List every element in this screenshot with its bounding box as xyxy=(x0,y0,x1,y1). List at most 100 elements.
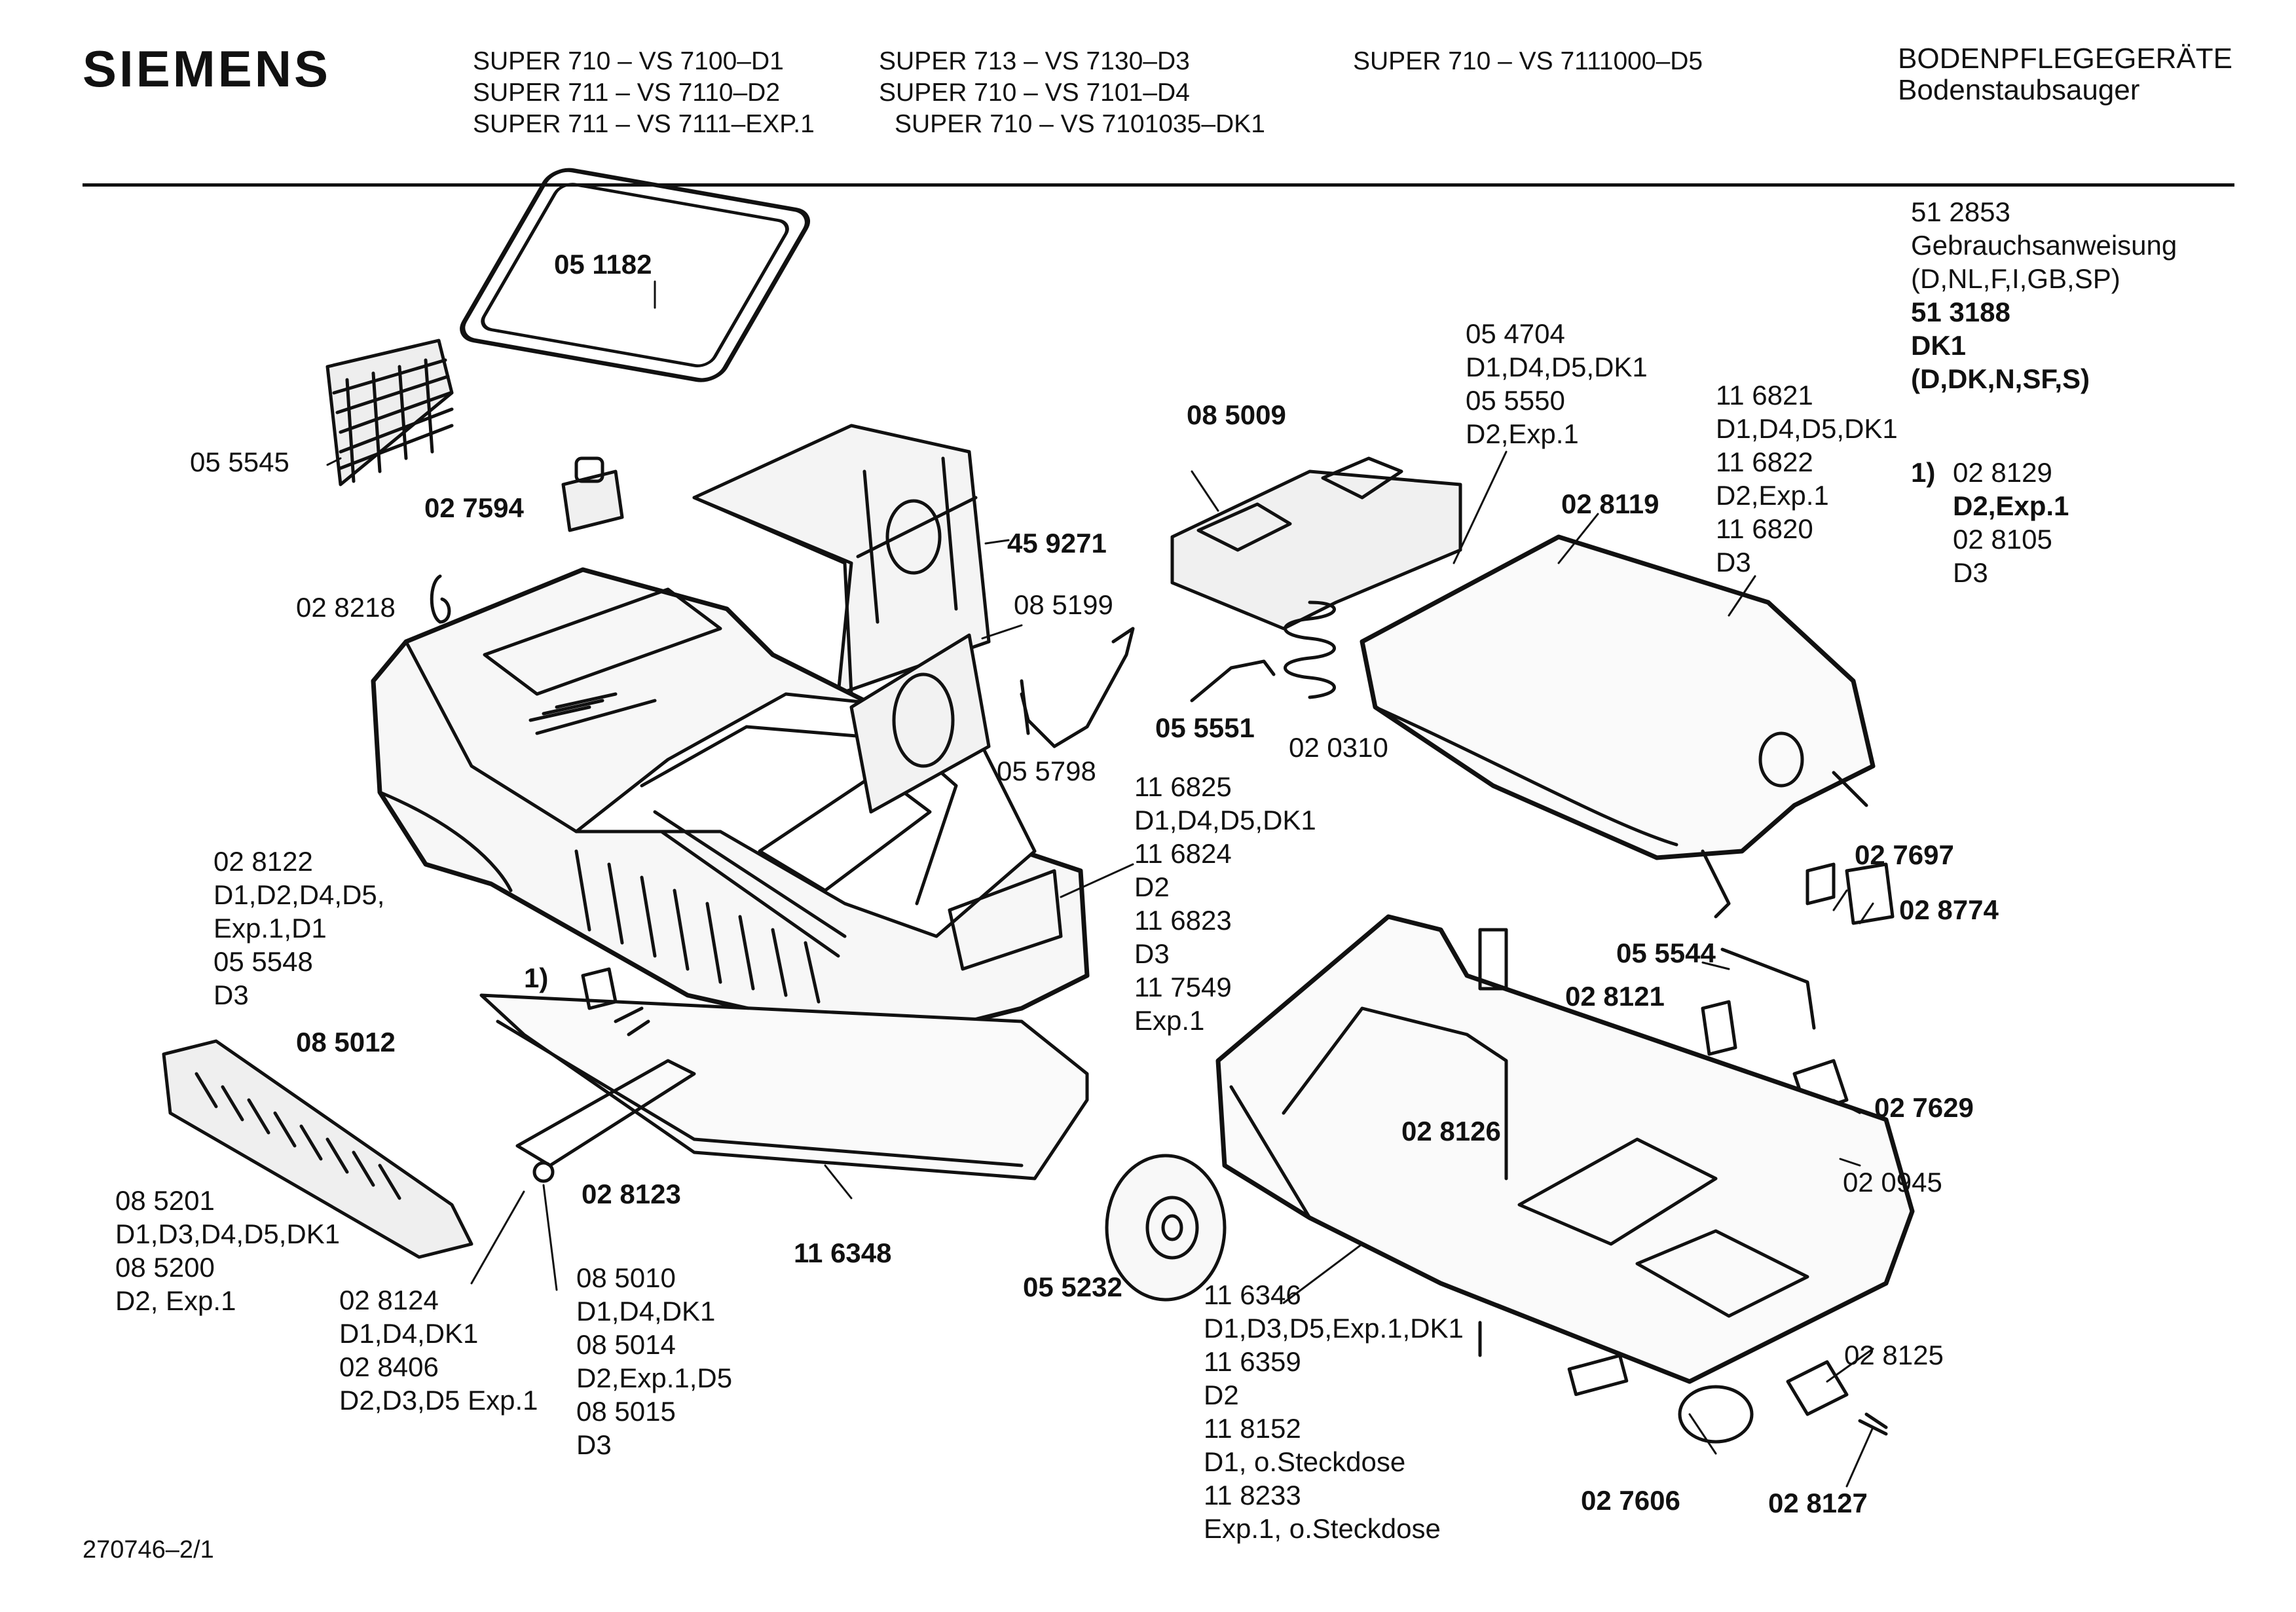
label-085201: 08 5201 D1,D3,D4,D5,DK1 08 5200 D2, Exp.… xyxy=(115,1184,340,1317)
label-028119: 02 8119 xyxy=(1561,488,1659,519)
label-116825-line-1: 11 6825 xyxy=(1134,771,1232,802)
label-116348: 11 6348 xyxy=(794,1237,892,1268)
model-line-6: SUPER 710 – VS 7101035–DK1 xyxy=(895,110,1265,138)
label-marker-1: 1) xyxy=(524,962,549,993)
leader-lines xyxy=(326,280,1874,1488)
label-116821: 11 6821 D1,D4,D5,DK1 11 6822 D2,Exp.1 11… xyxy=(1716,378,1898,579)
label-085010-line-2: D1,D4,DK1 xyxy=(576,1296,716,1327)
model-line-4: SUPER 713 – VS 7130–D3 xyxy=(879,47,1190,75)
wheel-part xyxy=(1105,1154,1227,1302)
label-085010-line-1: 08 5010 xyxy=(576,1262,676,1293)
spring-part xyxy=(1284,600,1336,699)
label-028123: 02 8123 xyxy=(582,1179,681,1209)
front-grille-part xyxy=(162,1039,473,1259)
manual-languages: (D,NL,F,I,GB,SP) xyxy=(1911,263,2120,294)
label-116821-line-1: 11 6821 xyxy=(1716,380,1813,411)
reel-part xyxy=(1678,1385,1754,1444)
label-028124-line-1: 02 8124 xyxy=(339,1285,439,1315)
clip-part xyxy=(430,574,451,624)
pedal-part xyxy=(1786,1360,1849,1416)
label-085201-line-2: D1,D3,D4,D5,DK1 xyxy=(115,1218,341,1249)
note1-line-1: 02 8129 xyxy=(1953,457,2052,488)
label-116346-line-6: D1, o.Steckdose xyxy=(1204,1446,1406,1477)
label-085201-line-4: D2, Exp.1 xyxy=(115,1285,236,1316)
label-028122-line-2: D1,D2,D4,D5, xyxy=(213,879,385,910)
label-055551: 05 5551 xyxy=(1155,712,1255,743)
label-028774: 02 8774 xyxy=(1899,894,1999,925)
label-027594: 02 7594 xyxy=(424,492,524,523)
clip-part-2 xyxy=(1701,1000,1737,1056)
spring-wire-part-2 xyxy=(1020,679,1030,735)
spring-wire-part xyxy=(1020,627,1135,748)
label-116825-line-3: 11 6824 xyxy=(1134,838,1232,869)
bumper-part xyxy=(479,993,1089,1181)
catch-part-2 xyxy=(1845,862,1895,925)
label-116825: 11 6825 D1,D4,D5,DK1 11 6824 D2 11 6823 … xyxy=(1134,770,1316,1037)
latch-part xyxy=(561,456,624,532)
label-459271: 45 9271 xyxy=(1007,528,1107,559)
label-028122-line-1: 02 8122 xyxy=(213,846,313,877)
grille-part xyxy=(325,339,454,486)
label-116821-line-3: 11 6822 xyxy=(1716,447,1813,477)
category-heading: BODENPFLEGEGERÄTE Bodenstaubsauger xyxy=(1898,43,2232,106)
label-085199: 08 5199 xyxy=(1014,589,1113,620)
label-116821-line-5: 11 6820 xyxy=(1716,513,1813,544)
latch-lever-part xyxy=(1190,659,1276,703)
manual-number: 51 2853 xyxy=(1911,196,2010,227)
catch-part xyxy=(1805,862,1836,906)
note1-line-3: 02 8105 xyxy=(1953,524,2052,555)
label-116825-line-6: D3 xyxy=(1134,938,1170,969)
label-028124-line-3: 02 8406 xyxy=(339,1351,439,1382)
label-028122-line-4: 05 5548 xyxy=(213,946,313,977)
label-028218: 02 8218 xyxy=(296,592,396,623)
label-085201-line-1: 08 5201 xyxy=(115,1185,215,1216)
label-116821-line-4: D2,Exp.1 xyxy=(1716,480,1829,511)
rod-part xyxy=(1720,947,1816,1030)
label-054704-line-1: 05 4704 xyxy=(1466,318,1565,349)
hose-connector-part xyxy=(1170,456,1462,631)
label-085010: 08 5010 D1,D4,DK1 08 5014 D2,Exp.1,D5 08… xyxy=(576,1261,732,1461)
label-054704-line-3: 05 5550 xyxy=(1466,385,1565,416)
label-027629: 02 7629 xyxy=(1874,1092,1974,1123)
header-rule xyxy=(83,183,2234,187)
label-028124: 02 8124 D1,D4,DK1 02 8406 D2,D3,D5 Exp.1 xyxy=(339,1283,538,1417)
label-055544: 05 5544 xyxy=(1616,938,1716,968)
label-085201-line-3: 08 5200 xyxy=(115,1252,215,1283)
model-line-5: SUPER 710 – VS 7101–D4 xyxy=(879,79,1190,107)
label-051182: 05 1182 xyxy=(554,249,652,280)
label-116346: 11 6346 D1,D3,D5,Exp.1,DK1 11 6359 D2 11… xyxy=(1204,1278,1464,1545)
bag-holder-part xyxy=(849,633,991,814)
label-054704-line-2: D1,D4,D5,DK1 xyxy=(1466,352,1648,382)
label-116346-line-4: D2 xyxy=(1204,1380,1239,1410)
label-028121: 02 8121 xyxy=(1565,981,1665,1012)
label-116825-line-5: 11 6823 xyxy=(1134,905,1232,936)
label-116821-line-2: D1,D4,D5,DK1 xyxy=(1716,413,1898,444)
label-116825-line-7: 11 7549 xyxy=(1134,972,1232,1002)
manual-text: Gebrauchsanweisung xyxy=(1911,230,2177,261)
label-028122-line-3: Exp.1,D1 xyxy=(213,913,327,943)
label-027606: 02 7606 xyxy=(1581,1485,1680,1516)
base-part xyxy=(1215,914,1915,1384)
label-116825-line-8: Exp.1 xyxy=(1134,1005,1205,1036)
label-028127: 02 8127 xyxy=(1768,1488,1868,1518)
label-055545: 05 5545 xyxy=(190,447,289,477)
label-028124-line-4: D2,D3,D5 Exp.1 xyxy=(339,1385,538,1416)
label-055232: 05 5232 xyxy=(1023,1272,1122,1302)
bag-frame-part xyxy=(460,168,810,382)
model-line-7: SUPER 710 – VS 7111000–D5 xyxy=(1353,47,1703,75)
manual-number-dk: 51 3188 xyxy=(1911,297,2010,327)
label-085010-line-5: 08 5015 xyxy=(576,1396,676,1427)
label-116346-line-3: 11 6359 xyxy=(1204,1346,1301,1377)
label-085009: 08 5009 xyxy=(1187,399,1286,430)
label-116825-line-4: D2 xyxy=(1134,871,1170,902)
label-028126: 02 8126 xyxy=(1401,1116,1501,1146)
label-116825-line-2: D1,D4,D5,DK1 xyxy=(1134,805,1316,835)
category-title: BODENPFLEGEGERÄTE xyxy=(1898,43,2233,75)
label-085010-line-3: 08 5014 xyxy=(576,1329,676,1360)
dust-bag-part xyxy=(692,424,991,696)
manual-variant-dk: DK1 xyxy=(1911,330,1967,361)
cable-holder-part xyxy=(515,967,696,1183)
label-085012: 08 5012 xyxy=(296,1027,396,1057)
model-line-3: SUPER 711 – VS 7111–EXP.1 xyxy=(473,110,815,138)
